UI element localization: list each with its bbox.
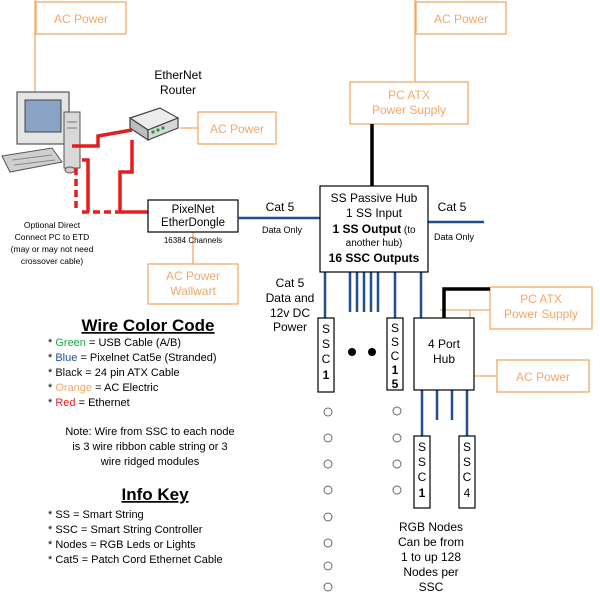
cat5-left-sub: Data Only	[262, 225, 303, 235]
svg-text:S: S	[418, 455, 426, 469]
ac-power-box-lower: AC Power	[496, 359, 590, 393]
info-key-item: * SSC = Smart String Controller	[48, 524, 203, 536]
direct-connect-note-line: Connect PC to ETD	[15, 232, 90, 242]
cat5-right-title: Cat 5	[438, 200, 467, 214]
direct-connect-note-line: Optional Direct	[24, 220, 81, 230]
svg-text:1: 1	[419, 486, 426, 500]
wire-key-item: * Red = Ethernet	[48, 397, 130, 409]
hub4-label-line: 4 Port	[428, 337, 461, 351]
atx-power-box-lower: PC ATX Power Supply	[489, 286, 593, 330]
svg-text:S: S	[391, 335, 399, 349]
note-line: wire ridged modules	[100, 456, 200, 468]
direct-connect-note-line: crossover cable)	[21, 256, 84, 266]
svg-text:S: S	[418, 440, 426, 454]
ac-power-label: AC Power	[434, 12, 488, 26]
wire-key-item: * Orange = AC Electric	[48, 382, 159, 394]
hub-ssc-outputs: 16 SSC Outputs	[329, 251, 420, 265]
cat5-wires	[238, 216, 484, 436]
info-key-title: Info Key	[121, 485, 189, 504]
svg-text:S: S	[463, 440, 471, 454]
svg-text:C: C	[391, 349, 400, 363]
atx-label-line: PC ATX	[520, 292, 562, 306]
pixelnet-etherdongle: PixelNet EtherDongle 16384 Channels	[147, 199, 239, 245]
info-key-item: * Cat5 = Patch Cord Ethernet Cable	[48, 554, 223, 566]
etd-label-line: PixelNet	[172, 204, 216, 216]
ethernet-wires	[72, 128, 148, 214]
info-key: Info Key * SS = Smart String * SSC = Sma…	[48, 485, 223, 566]
atx-label-line: Power Supply	[504, 307, 578, 321]
router-label-line: Router	[160, 83, 196, 97]
wire-key-item: * Blue = Pixelnet Cat5e (Stranded)	[48, 352, 216, 364]
wire-key-item: * Green = USB Cable (A/B)	[48, 337, 181, 349]
router-label-line: EtherNet	[154, 68, 202, 82]
rgb-note-line: Can be from	[398, 535, 464, 549]
ac-power-label: AC Power	[516, 370, 570, 384]
etd-channels: 16384 Channels	[164, 236, 222, 245]
wire-key-items: * Green = USB Cable (A/B) * Blue = Pixeln…	[48, 337, 216, 409]
router-icon	[128, 107, 180, 142]
atx-power-box-top: PC ATX Power Supply	[349, 81, 469, 125]
svg-text:C: C	[463, 470, 472, 484]
wire-key-title: Wire Color Code	[81, 316, 214, 335]
svg-text:S: S	[322, 322, 330, 336]
node-string-ssc15	[392, 406, 402, 495]
cat5-power-line: Cat 5	[276, 276, 305, 290]
note-line: Note: Wire from SSC to each node	[65, 426, 234, 438]
wallwart-label-line: Wallwart	[170, 284, 216, 298]
ellipsis-dot	[348, 348, 356, 356]
atx-cables	[370, 124, 490, 318]
node-string-ssc1	[323, 407, 333, 592]
svg-text:4: 4	[464, 486, 471, 500]
cat5-power-line: 12v DC	[270, 306, 310, 320]
ac-power-box-top-left: AC Power	[35, 1, 127, 35]
ac-power-box-top-right: AC Power	[415, 1, 507, 35]
atx-label-line: PC ATX	[388, 88, 430, 102]
svg-text:S: S	[322, 337, 330, 351]
info-key-item: * Nodes = RGB Leds or Lights	[48, 539, 196, 551]
cat5-left-title: Cat 5	[266, 200, 295, 214]
ac-power-box-router: AC Power	[197, 111, 277, 145]
ssc-bottom-4-box: S S C 4	[458, 435, 476, 509]
hub-title: SS Passive Hub	[331, 191, 418, 205]
rgb-note-line: 1 to up 128	[401, 550, 461, 564]
ellipsis-dot	[368, 348, 376, 356]
hub-output: 1 SS Output (to	[332, 222, 416, 236]
wire-color-code: Wire Color Code * Green = USB Cable (A/B…	[48, 316, 216, 409]
cat5-right-sub: Data Only	[434, 232, 475, 242]
hub-input: 1 SS Input	[346, 206, 403, 220]
rgb-note-line: RGB Nodes	[399, 520, 463, 534]
etd-label-line: EtherDongle	[161, 217, 225, 229]
four-port-hub: 4 Port Hub	[413, 317, 475, 391]
ss-passive-hub: SS Passive Hub 1 SS Input 1 SS Output (t…	[319, 185, 429, 273]
direct-connect-note-line: (may or may not need	[11, 244, 94, 254]
svg-text:5: 5	[392, 377, 399, 391]
svg-text:1: 1	[392, 363, 399, 377]
info-key-item: * SS = Smart String	[48, 509, 144, 521]
wallwart-label-line: AC Power	[166, 269, 220, 283]
hub4-label-line: Hub	[433, 352, 455, 366]
rgb-note-line: SSC	[419, 580, 444, 594]
svg-text:1: 1	[323, 368, 330, 382]
svg-text:C: C	[322, 352, 331, 366]
atx-label-line: Power Supply	[372, 103, 446, 117]
ssc-bottom-1-box: S S C 1	[413, 435, 431, 509]
ssc-1-box: S S C 1	[317, 317, 335, 393]
cat5-power-line: Power	[273, 320, 307, 334]
hub-output-note: another hub)	[346, 238, 403, 249]
svg-text:C: C	[418, 470, 427, 484]
wire-key-item: * Black = 24 pin ATX Cable	[48, 367, 180, 379]
note-line: is 3 wire ribbon cable string or 3	[72, 441, 227, 453]
svg-text:S: S	[391, 321, 399, 335]
wallwart-power-box: AC Power Wallwart	[147, 263, 239, 305]
cat5-power-line: Data and	[266, 291, 315, 305]
svg-text:S: S	[463, 455, 471, 469]
rgb-note-line: Nodes per	[403, 565, 458, 579]
computer-icon	[1, 91, 81, 174]
ssc-15-box: S S C 1 5	[386, 317, 404, 391]
ac-power-label: AC Power	[54, 12, 108, 26]
ac-power-label: AC Power	[210, 122, 264, 136]
